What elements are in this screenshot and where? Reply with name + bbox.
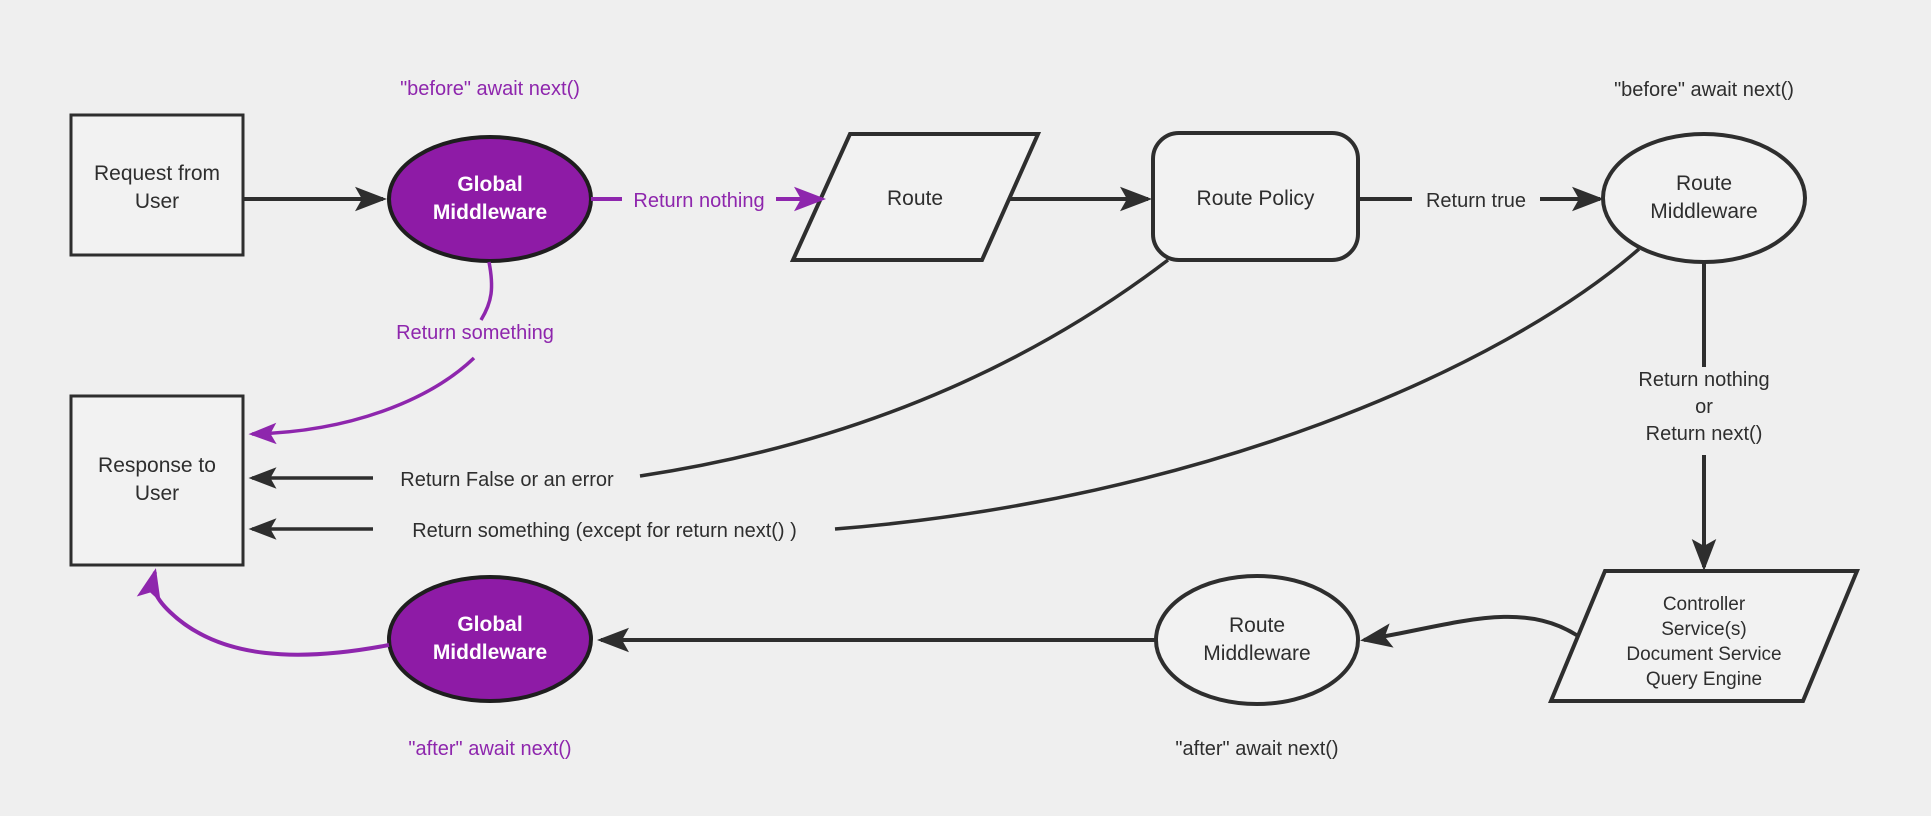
edge-label-return-something: Return something [396,322,554,344]
annotation-after-await-next-global: "after" await next() [408,738,572,760]
node-global-middleware-top [387,135,593,263]
node-response-to-user [69,394,245,567]
node-route [789,132,1042,262]
edge-route-middleware-top-to-label-return-something-except [834,247,1641,531]
edge-label-return-true: Return true [1425,190,1527,212]
edge-controller-to-route-middleware-bottom [1360,614,1580,648]
edge-label-return-nothing: Return nothing [633,190,765,212]
annotation-before-await-next-global: "before" await next() [400,78,580,100]
edge-label-return-something-to-response [248,356,476,445]
node-route-middleware-top [1601,132,1807,264]
edge-route-policy-to-label-return-false [639,258,1170,478]
node-global-middleware-bottom [387,575,593,703]
edge-global-middleware-bottom-to-response [136,568,390,657]
annotation-after-await-next-route: "after" await next() [1175,738,1339,760]
node-route-middleware-bottom [1154,574,1360,706]
edge-label-return-nothing-or-next: Return nothing or Return next() [1638,369,1770,445]
edge-global-middleware-top-to-label-return-something [479,261,494,321]
edge-label-return-something-except-next: Return something (except for return next… [412,520,797,542]
annotation-before-await-next-route: "before" await next() [1614,79,1794,101]
edge-label-return-false-or-error: Return False or an error [400,469,614,491]
node-request-from-user [69,113,245,257]
node-route-policy [1151,131,1360,262]
node-controller-services [1548,569,1860,703]
